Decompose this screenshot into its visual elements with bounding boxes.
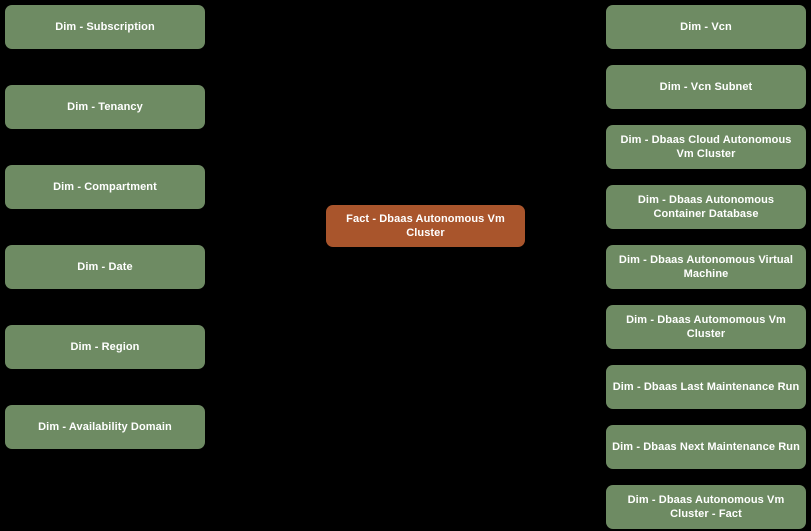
dimension-node-vcn[interactable]: Dim - Vcn: [606, 5, 806, 49]
node-label: Dim - Tenancy: [67, 101, 143, 113]
node-label: Dim - Dbaas Cloud Autonomous Vm Cluster: [620, 134, 792, 160]
dimension-node-subscription[interactable]: Dim - Subscription: [5, 5, 205, 49]
node-label: Fact - Dbaas Autonomous Vm Cluster: [346, 213, 505, 239]
node-label: Dim - Dbaas Last Maintenance Run: [612, 381, 800, 393]
dimension-node-dbaas-automomous-vm-cluster[interactable]: Dim - Dbaas Automomous Vm Cluster: [606, 305, 806, 349]
dimension-node-availability-domain[interactable]: Dim - Availability Domain: [5, 405, 205, 449]
dimension-node-region[interactable]: Dim - Region: [5, 325, 205, 369]
dimension-node-dbaas-last-maintenance-run[interactable]: Dim - Dbaas Last Maintenance Run: [606, 365, 806, 409]
node-label: Dim - Dbaas Autonomous Container Databas…: [637, 194, 775, 220]
node-label: Dim - Region: [70, 341, 140, 353]
node-label: Dim - Compartment: [53, 181, 157, 193]
node-label: Dim - Dbaas Autonomous Vm Cluster - Fact: [627, 494, 785, 520]
node-label: Dim - Vcn: [680, 21, 732, 33]
node-label: Dim - Availability Domain: [38, 421, 172, 433]
node-label: Dim - Dbaas Automomous Vm Cluster: [626, 314, 786, 340]
node-label: Dim - Vcn Subnet: [659, 81, 753, 93]
dimension-node-dbaas-autonomous-vm-cluster-fact[interactable]: Dim - Dbaas Autonomous Vm Cluster - Fact: [606, 485, 806, 529]
dimension-node-dbaas-autonomous-container-database[interactable]: Dim - Dbaas Autonomous Container Databas…: [606, 185, 806, 229]
dimension-node-vcn-subnet[interactable]: Dim - Vcn Subnet: [606, 65, 806, 109]
node-label: Dim - Subscription: [55, 21, 155, 33]
node-label: Dim - Dbaas Next Maintenance Run: [612, 441, 800, 453]
dimension-node-dbaas-cloud-autonomous-vm-cluster[interactable]: Dim - Dbaas Cloud Autonomous Vm Cluster: [606, 125, 806, 169]
dimension-node-compartment[interactable]: Dim - Compartment: [5, 165, 205, 209]
dimension-node-tenancy[interactable]: Dim - Tenancy: [5, 85, 205, 129]
fact-node-dbaas-autonomous-vm-cluster[interactable]: Fact - Dbaas Autonomous Vm Cluster: [326, 205, 525, 247]
dimension-node-dbaas-autonomous-virtual-machine[interactable]: Dim - Dbaas Autonomous Virtual Machine: [606, 245, 806, 289]
node-label: Dim - Dbaas Autonomous Virtual Machine: [618, 254, 794, 280]
dimension-node-date[interactable]: Dim - Date: [5, 245, 205, 289]
dimension-node-dbaas-next-maintenance-run[interactable]: Dim - Dbaas Next Maintenance Run: [606, 425, 806, 469]
node-label: Dim - Date: [77, 261, 133, 273]
